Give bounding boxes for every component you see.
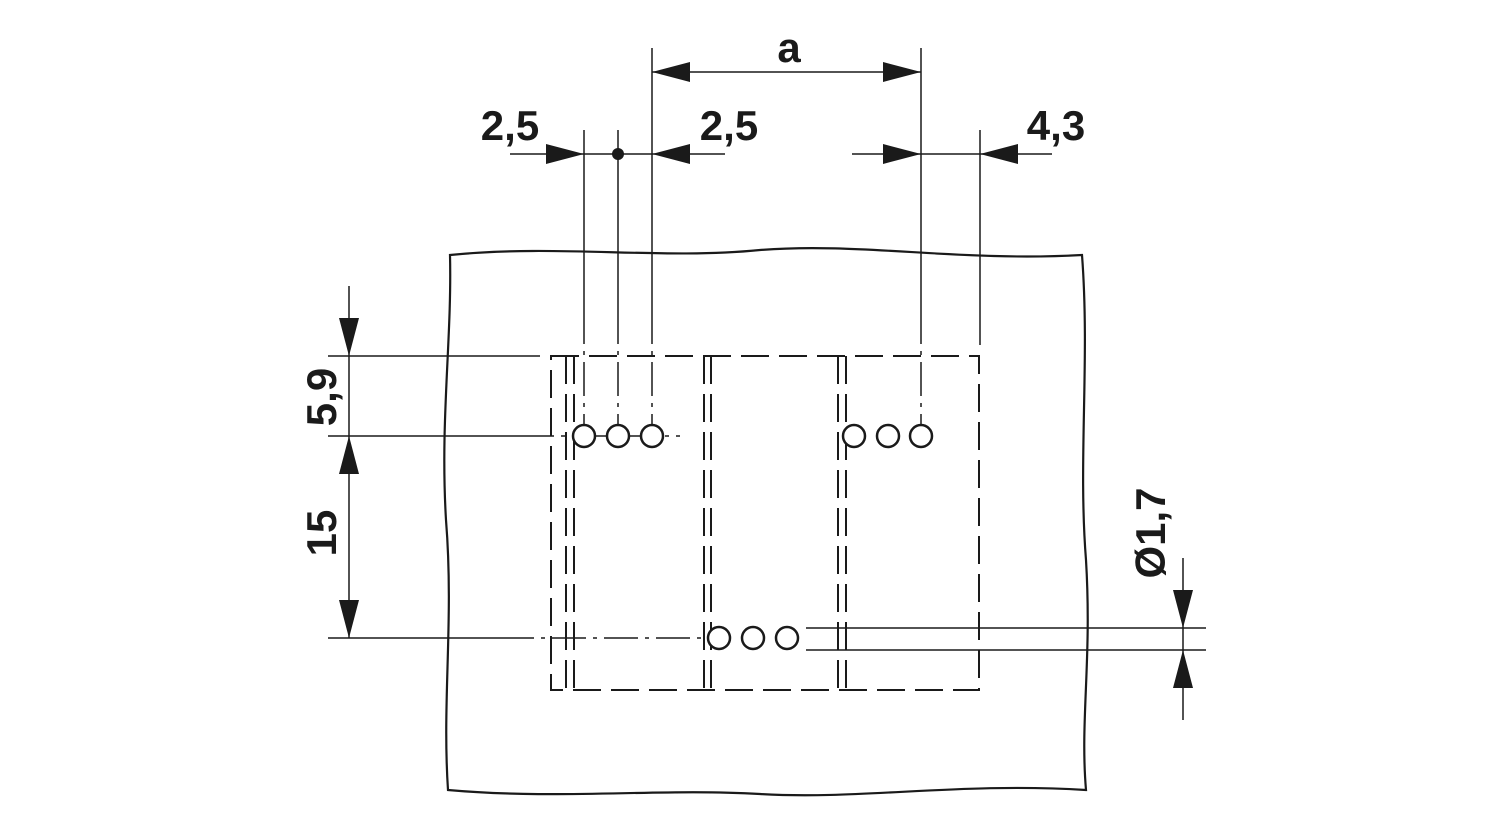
drill-hole [875, 423, 901, 449]
drill-hole [706, 625, 732, 651]
drill-hole [639, 423, 665, 449]
dimension-hole-diameter: Ø1,7 [1127, 487, 1193, 720]
pcb-board-outline [443, 246, 1089, 797]
dimension-vertical-top: 5,9 [298, 286, 359, 474]
dimension-pitch-left-label: 2,5 [481, 102, 539, 149]
dimension-vertical-spacing: 15 [298, 436, 359, 638]
hole-group-top-left [571, 423, 665, 449]
dimension-edge-offset: 4,3 [852, 102, 1085, 164]
drill-hole [571, 423, 597, 449]
drill-hole [740, 625, 766, 651]
dimension-a-label: a [777, 24, 801, 71]
dimension-pitch-left: 2,5 [481, 102, 624, 164]
dimension-edge-offset-label: 4,3 [1027, 102, 1085, 149]
drill-hole [605, 423, 631, 449]
dimension-hole-diameter-label: Ø1,7 [1127, 487, 1174, 578]
dimension-vertical-top-label: 5,9 [298, 368, 345, 426]
dimension-pitch-right-label: 2,5 [700, 102, 758, 149]
dimension-a: a [652, 24, 921, 82]
drill-hole [841, 423, 867, 449]
drill-hole [908, 423, 934, 449]
drill-hole [774, 625, 800, 651]
dimension-pitch-right: 2,5 [618, 102, 758, 164]
hole-group-top-right [841, 423, 934, 449]
dimension-vertical-spacing-label: 15 [298, 510, 345, 557]
hole-group-bottom [706, 625, 800, 651]
